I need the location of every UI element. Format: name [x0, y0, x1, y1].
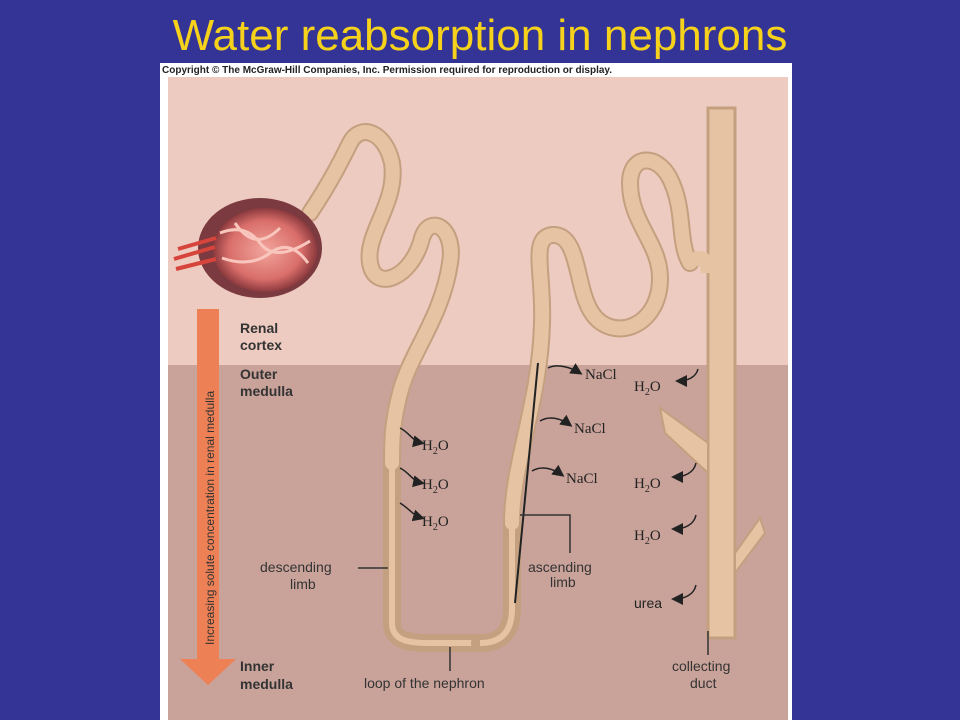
region-label-outer-2: medulla — [240, 383, 293, 399]
copyright-notice: Copyright © The McGraw-Hill Companies, I… — [162, 65, 613, 76]
descending-water-arrows — [399, 427, 425, 522]
region-label-outer-1: Outer — [240, 366, 278, 382]
ascending-salt-labels: NaCl NaCl NaCl — [566, 367, 617, 487]
urea-label: urea — [634, 595, 662, 611]
descending-water-labels: H2O H2O H2O — [422, 438, 449, 533]
descending-label-2: limb — [290, 576, 316, 592]
ascending-salt-arrows — [531, 363, 583, 477]
collecting-label-1: collecting — [672, 658, 730, 674]
loop-label: loop of the nephron — [364, 675, 485, 691]
water-label-descending-3: H2O — [422, 514, 449, 533]
collecting-label-2: duct — [690, 675, 717, 691]
ascending-label-1: ascending — [528, 559, 592, 575]
collecting-duct — [706, 106, 737, 640]
region-label-inner-1: Inner — [240, 658, 275, 674]
slide-title: Water reabsorption in nephrons — [172, 11, 788, 60]
gradient-label: Increasing solute concentration in renal… — [203, 391, 217, 645]
salt-label-3: NaCl — [566, 471, 598, 487]
nephron-figure: Renal cortex Outer medulla Inner medulla… — [160, 63, 792, 720]
nephron-diagram: Renal cortex Outer medulla Inner medulla… — [168, 77, 788, 720]
water-label-collecting-1: H2O — [634, 379, 661, 398]
collecting-duct-labels: H2O H2O H2O — [634, 379, 661, 547]
descending-label-1: descending — [260, 559, 332, 575]
ascending-label-2: limb — [550, 574, 576, 590]
medulla-region — [168, 365, 788, 720]
water-label-descending-1: H2O — [422, 438, 449, 457]
gradient-arrow — [180, 309, 236, 685]
salt-label-2: NaCl — [574, 421, 606, 437]
salt-label-1: NaCl — [585, 367, 617, 383]
collecting-duct-arrows — [671, 368, 699, 605]
water-label-collecting-3: H2O — [634, 528, 661, 547]
water-label-descending-2: H2O — [422, 477, 449, 496]
region-label-cortex-2: cortex — [240, 337, 282, 353]
region-label-cortex-1: Renal — [240, 320, 278, 336]
glomerulus — [173, 198, 322, 298]
water-label-collecting-2: H2O — [634, 476, 661, 495]
region-label-inner-2: medulla — [240, 676, 293, 692]
